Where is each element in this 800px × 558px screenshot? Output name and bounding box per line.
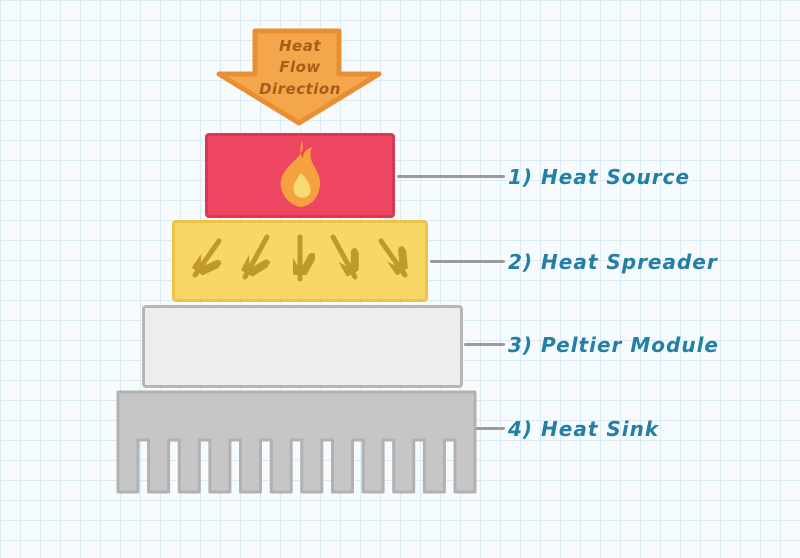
heat-flow-arrow-label: Heat Flow Direction — [259, 37, 341, 98]
spread-arrows — [175, 234, 425, 282]
annotation-peltier-module: 3) Peltier Module — [508, 333, 719, 357]
annotation-heat-source: 1) Heat Source — [508, 165, 691, 189]
connector-line — [430, 260, 505, 263]
heat-sink-block — [116, 390, 477, 494]
spread-arrow-icon — [195, 238, 222, 275]
peltier-module-block — [142, 305, 463, 388]
heat-flow-down-arrow-icon — [216, 28, 382, 126]
annotation-heat-sink: 4) Heat Sink — [508, 417, 660, 441]
annotation-heat-spreader: 2) Heat Spreader — [508, 250, 718, 274]
spread-arrow-icon — [378, 238, 405, 278]
spread-arrow-icon — [330, 234, 355, 280]
connector-line — [464, 343, 505, 346]
spread-arrow-icon — [245, 234, 267, 277]
heat-spreader-block — [172, 220, 428, 302]
connector-line — [397, 175, 505, 178]
connector-line — [476, 427, 505, 430]
flame-icon — [280, 141, 321, 207]
